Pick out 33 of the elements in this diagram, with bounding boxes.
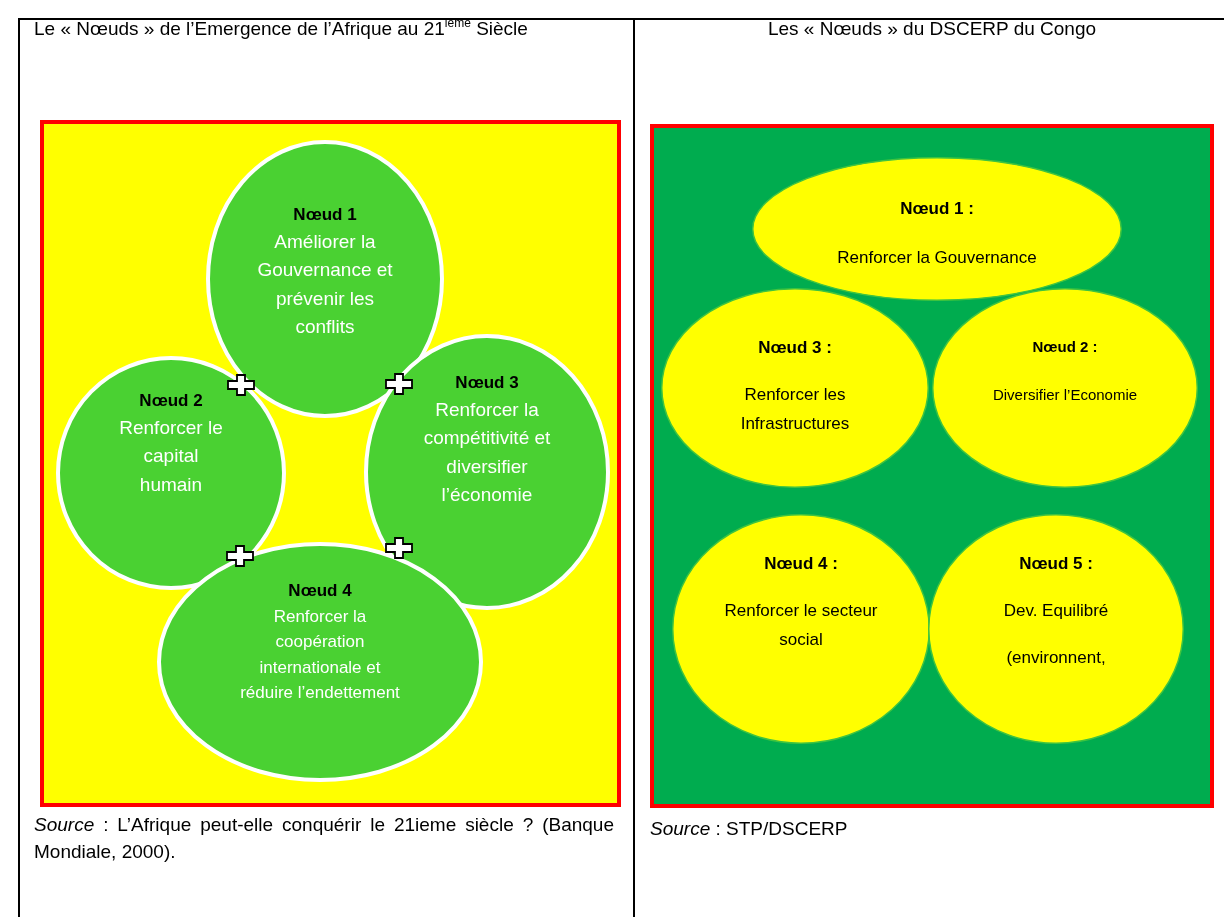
ellipse-node [932,288,1198,488]
ellipse-node [661,288,929,488]
panel-background [650,124,1214,808]
ellipse-node [672,514,930,744]
node-heading: Nœud 3 [455,372,519,394]
panel-title: Le « Nœuds » de l’Emergence de l’Afrique au 21$^{ième}$ Siècle [34,16,529,41]
node-text: Renforcer les Infrastructures [739,383,851,435]
node-text: Améliorer la Gouvernance et prévenir les conflits [256,229,394,339]
ellipse-node [752,157,1122,301]
node-heading: Nœud 2 : [1032,337,1098,357]
node-heading: Nœud 4 [288,580,352,602]
node-heading: Nœud 1 : [900,198,974,220]
ellipse-node [157,542,483,782]
node-heading: Nœud 4 : [764,553,838,575]
node-text: Dev. Equilibré [1003,599,1109,622]
panel-title: Les « Nœuds » du DSCERP du Congo [766,17,1098,41]
node-heading: Nœud 1 [293,204,357,226]
ellipse-node [928,514,1184,744]
node-heading: Nœud 5 : [1019,553,1093,575]
panel-background [40,120,621,807]
node-text: Diversifier l’Economie [992,384,1138,405]
source-note: Source : STP/DSCERP [650,817,849,841]
ellipse-node [364,334,610,610]
node-text: (environnent, [1006,646,1106,669]
node-text: Renforcer la Gouvernance [837,246,1037,269]
node-text: Renforcer la compétitivité et diversifier l’économie [422,397,552,507]
node-text: Renforcer le secteur social [723,599,879,651]
node-heading: Nœud 3 : [758,337,832,359]
node-heading: Nœud 2 [139,390,203,412]
ellipse-node [56,356,286,590]
source-note: Source : L’Afrique peut-elle conquérir le 21ieme siècle ? (Banque Mondiale, 2000). [34,813,614,864]
node-text: Renforcer le capital humain [118,415,224,497]
node-text: Renforcer la coopération internationale et réduire l’endettement [239,605,401,704]
